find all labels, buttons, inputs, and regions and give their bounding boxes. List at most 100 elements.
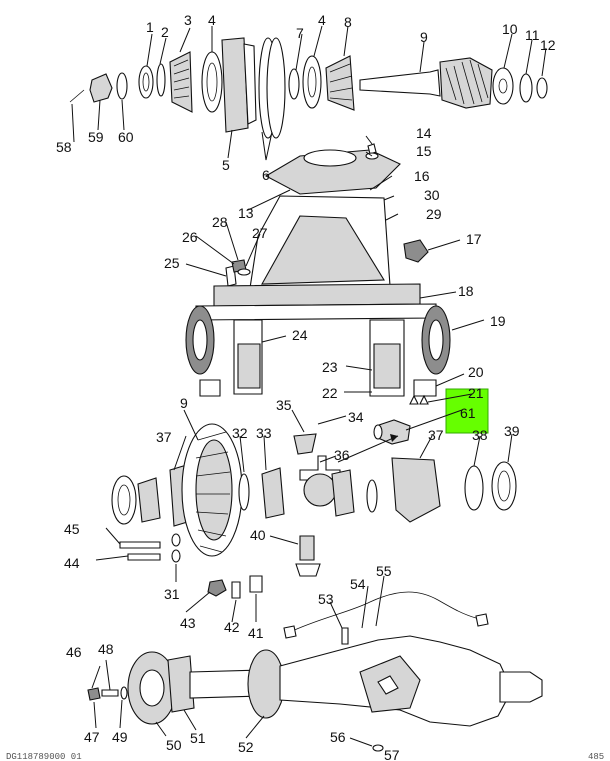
side-gear-33 <box>261 467 285 519</box>
bracket-left <box>199 379 221 397</box>
pinion-assembly-drawing <box>69 37 548 139</box>
pinion-gear <box>439 57 493 109</box>
washer-60 <box>116 72 128 100</box>
shim-6b <box>266 37 286 139</box>
callout-61: 61 <box>460 405 476 421</box>
callout-37b: 37 <box>428 427 444 443</box>
callout-29: 29 <box>426 206 442 222</box>
callout-labels: 1 2 3 4 4 5 6 7 8 9 9 10 11 12 13 14 15 … <box>56 12 556 761</box>
callout-20: 20 <box>468 364 484 380</box>
callout-21: 21 <box>468 385 484 401</box>
callout-24: 24 <box>292 327 308 343</box>
thrust-washer-32 <box>238 473 250 511</box>
mounting-flange-18 <box>213 283 421 307</box>
callout-48: 48 <box>98 641 114 657</box>
callout-3: 3 <box>184 12 192 28</box>
callout-31: 31 <box>164 586 180 602</box>
callout-51: 51 <box>190 730 206 746</box>
nut-43 <box>207 579 227 597</box>
callout-1: 1 <box>146 19 154 35</box>
washer-49 <box>120 686 128 700</box>
callout-46: 46 <box>66 644 82 660</box>
callout-16: 16 <box>414 168 430 184</box>
callout-49: 49 <box>112 729 128 745</box>
callout-13: 13 <box>238 205 254 221</box>
callout-25: 25 <box>164 255 180 271</box>
spindle-51 <box>167 655 195 713</box>
washer-56 <box>372 744 384 752</box>
callout-36: 36 <box>334 447 350 463</box>
callout-11: 11 <box>525 27 540 43</box>
bearing-cup-37 <box>111 475 137 525</box>
spider-gear <box>303 473 337 507</box>
differential-drawing <box>111 379 517 599</box>
callout-18: 18 <box>458 283 474 299</box>
bracket-20 <box>413 379 437 397</box>
callout-45: 45 <box>64 521 80 537</box>
washer-31b <box>171 549 181 563</box>
callout-41: 41 <box>248 625 264 641</box>
callout-19: 19 <box>490 313 506 329</box>
race-11 <box>519 73 533 103</box>
leader-lines <box>71 25 547 747</box>
highlight-box <box>445 388 489 434</box>
seal-1 <box>138 65 154 99</box>
breather-42 <box>231 581 241 599</box>
callout-8: 8 <box>344 14 352 30</box>
cotter-pin <box>69 89 85 103</box>
callout-37a: 37 <box>156 429 172 445</box>
stud-48 <box>101 689 119 697</box>
callout-40: 40 <box>250 527 266 543</box>
drawing-number: DG118789000 01 <box>6 752 82 761</box>
carrier-casting <box>261 215 385 285</box>
page-number: 485 <box>588 752 604 761</box>
carrier-housing-drawing <box>185 143 451 397</box>
callout-35: 35 <box>276 397 292 413</box>
bearing-cage-5 <box>221 37 249 133</box>
housing-flange-52 <box>247 649 285 719</box>
axle-tube-right <box>499 671 543 703</box>
callout-59: 59 <box>88 129 104 145</box>
bearing-cone-8 <box>325 55 355 111</box>
diff-pinion-40 <box>299 535 315 561</box>
diff-pinion-35 <box>293 433 317 455</box>
callout-4b: 4 <box>318 12 326 28</box>
callout-5: 5 <box>222 157 230 173</box>
callout-38: 38 <box>472 427 488 443</box>
callout-6: 6 <box>262 167 270 183</box>
bearing-cup-39 <box>491 461 517 511</box>
fill-plug-17 <box>403 239 429 263</box>
case-bolt-45 <box>119 541 161 549</box>
callout-34: 34 <box>348 409 364 425</box>
snap-ring-2 <box>156 63 166 97</box>
bearing-cup-4a <box>201 51 223 113</box>
callout-53: 53 <box>318 591 334 607</box>
callout-23: 23 <box>322 359 338 375</box>
plug-41 <box>249 575 263 593</box>
bearing-cup-4b <box>302 55 322 109</box>
callout-54: 54 <box>350 576 366 592</box>
cover-bolt-14 <box>367 143 377 155</box>
side-gear-right <box>331 469 355 517</box>
bolt-53 <box>341 627 349 645</box>
callout-50: 50 <box>166 737 182 753</box>
spacer-7 <box>288 68 300 100</box>
callout-56: 56 <box>330 729 346 745</box>
callout-28: 28 <box>212 214 228 230</box>
callout-57: 57 <box>384 747 400 761</box>
case-bolt-44 <box>127 553 161 561</box>
snap-ring-12 <box>536 77 548 99</box>
bearing-cone-3 <box>169 51 193 113</box>
callout-42: 42 <box>224 619 240 635</box>
callout-32: 32 <box>232 425 248 441</box>
callout-60: 60 <box>118 129 134 145</box>
pin-21 <box>409 394 429 405</box>
nut-46 <box>87 687 101 701</box>
callout-7: 7 <box>296 25 304 41</box>
bearing-10 <box>492 67 514 105</box>
callout-12: 12 <box>540 37 556 53</box>
callout-44: 44 <box>64 555 80 571</box>
callout-43: 43 <box>180 615 196 631</box>
